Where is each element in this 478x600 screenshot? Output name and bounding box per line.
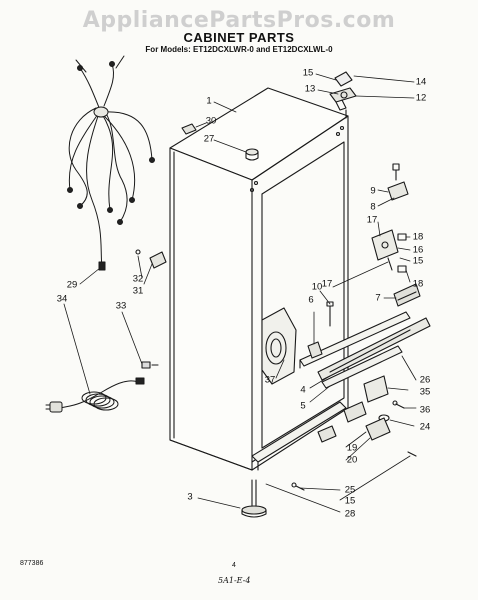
callout-3: 3 [187, 491, 193, 503]
callout-8: 8 [370, 201, 376, 213]
shelf-rail-4 [317, 317, 431, 381]
callout-27: 27 [203, 133, 215, 145]
center-hinge-assembly [371, 163, 409, 273]
callout-35: 35 [419, 386, 431, 398]
callout-34: 34 [56, 293, 68, 305]
callout-12: 12 [415, 92, 427, 104]
clip-6 [307, 341, 323, 359]
top-hinge-assembly [329, 71, 357, 119]
callout-18: 18 [412, 278, 424, 290]
callout-18: 18 [412, 231, 424, 243]
screw-30 [181, 123, 197, 135]
hinge-19-20 [317, 401, 391, 443]
watermark: AppliancePartsPros.com [82, 8, 396, 33]
refrigerator-cabinet [169, 87, 349, 471]
evaporator-cover [261, 307, 297, 385]
callout-10: 10 [311, 281, 323, 293]
callout-6: 6 [308, 294, 314, 306]
document-number: 877386 [20, 560, 44, 567]
callout-4: 4 [300, 384, 306, 396]
leveling-leg-3 [241, 479, 267, 518]
callout-31: 31 [132, 285, 144, 297]
callout-7: 7 [375, 292, 381, 304]
leader-lines [63, 73, 417, 513]
callout-13: 13 [304, 83, 316, 95]
callout-26: 26 [419, 374, 431, 386]
callout-16: 16 [412, 244, 424, 256]
callout-9: 9 [370, 185, 376, 197]
callout-36: 36 [419, 404, 431, 416]
callout-1: 1 [206, 95, 212, 107]
callout-15: 15 [412, 255, 424, 267]
screw-36 [392, 400, 405, 409]
callout-5: 5 [300, 400, 306, 412]
callout-17: 17 [321, 278, 333, 290]
callout-17: 17 [366, 214, 378, 226]
diagram-subtitle: For Models: ET12DCXLWR-0 and ET12DCXLWL-… [145, 45, 333, 54]
door-stop-7 [393, 283, 421, 307]
bracket-35 [363, 375, 389, 403]
callout-14: 14 [415, 76, 427, 88]
callout-30: 30 [205, 115, 217, 127]
callout-24: 24 [419, 421, 431, 433]
wiring-harness [67, 55, 155, 271]
callout-29: 29 [66, 279, 78, 291]
callout-32: 32 [132, 273, 144, 285]
callout-20: 20 [346, 454, 358, 466]
rod-10 [326, 301, 334, 327]
callout-19: 19 [346, 442, 358, 454]
page-number: 4 [232, 562, 236, 569]
power-cord [45, 377, 145, 413]
callout-15: 15 [302, 67, 314, 79]
ground-screw-33 [141, 361, 159, 369]
callout-33: 33 [115, 300, 127, 312]
cord-clamp [135, 249, 167, 269]
hole-plug-27 [245, 148, 259, 161]
callout-28: 28 [344, 508, 356, 520]
diagram-title: CABINET PARTS [183, 30, 295, 45]
callout-25: 25 [344, 484, 356, 496]
handwritten-note: 5A1-E-4 [218, 576, 251, 585]
trim-strip-17 [299, 311, 411, 369]
callout-15: 15 [344, 495, 356, 507]
breaker-strip-5 [321, 345, 403, 389]
callout-37: 37 [264, 374, 276, 386]
